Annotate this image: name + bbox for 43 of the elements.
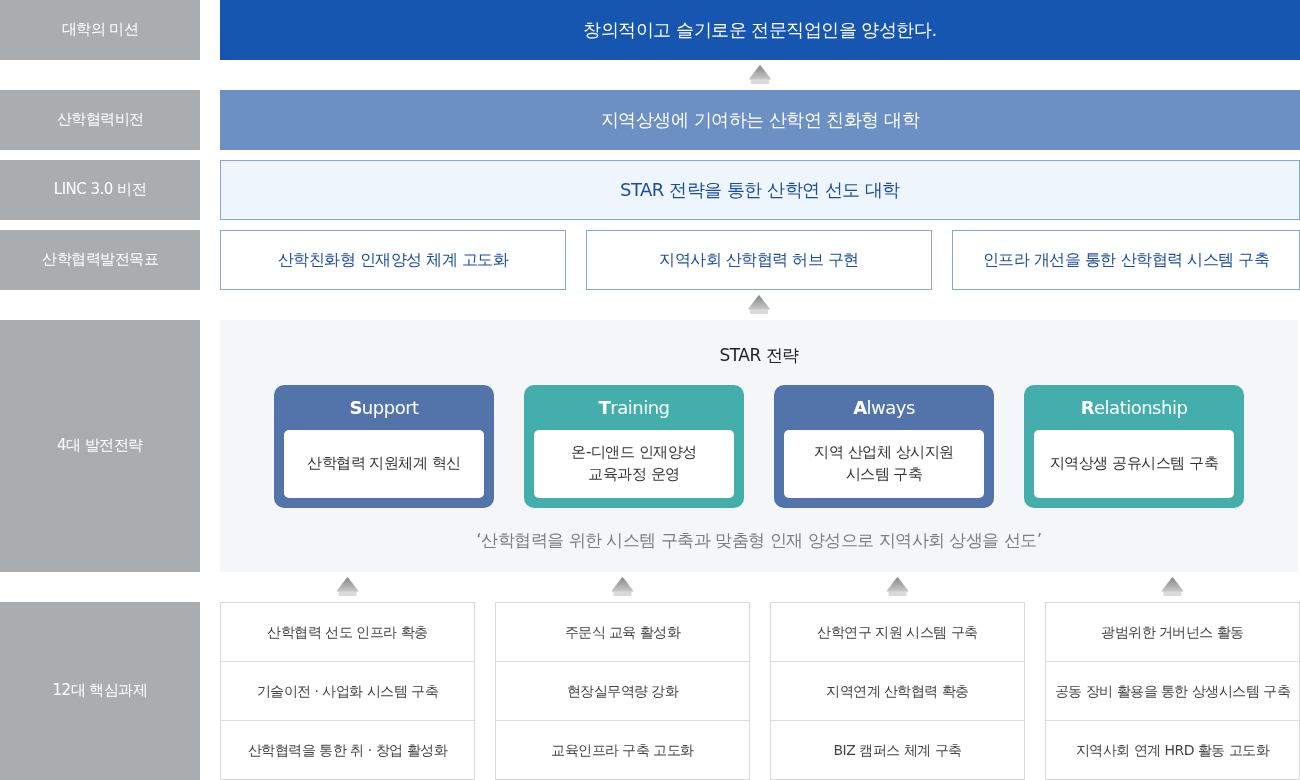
task-item: BIZ 캠퍼스 체계 구축: [771, 720, 1024, 779]
description-box: 산학협력 지원체계 혁신: [284, 430, 484, 498]
strategy-card: [1024, 385, 1244, 508]
row-header: 산학협력비전: [0, 90, 200, 150]
strategy-card: [774, 385, 994, 508]
row-header: LINC 3.0 비전: [0, 160, 200, 220]
task-item: 공동 장비 활용을 통한 상생시스템 구축: [1046, 661, 1299, 720]
task-column: [1045, 602, 1300, 780]
panel-heading: STAR 전략: [719, 344, 799, 367]
slogan-text: ‘산학협력을 위한 시스템 구축과 맞춤형 인재 양성으로 지역사회 상생을 선도’: [476, 529, 1042, 552]
task-item: 지역사회 연계 HRD 활동 고도화: [1046, 720, 1299, 779]
task-item: 산학연구 지원 시스템 구축: [771, 603, 1024, 661]
goal-box: 지역사회 산학협력 허브 구현: [586, 230, 932, 290]
task-item: 현장실무역량 강화: [496, 661, 749, 720]
goal-box: 산학친화형 인재양성 체계 고도화: [220, 230, 566, 290]
row-header: 대학의 미션: [0, 0, 200, 60]
vision-banner: STAR 전략을 통한 산학연 선도 대학: [220, 160, 1300, 220]
goal-box: 인프라 개선을 통한 산학협력 시스템 구축: [952, 230, 1300, 290]
description-box: 지역상생 공유시스템 구축: [1034, 430, 1234, 498]
card-heading: Always: [853, 396, 915, 420]
card-heading: Support: [349, 396, 419, 420]
row-header: 12대 핵심과제: [0, 602, 200, 780]
task-item: 주문식 교육 활성화: [496, 603, 749, 661]
task-column: [770, 602, 1025, 780]
strategy-card: [524, 385, 744, 508]
strategy-panel: [220, 320, 1298, 572]
card-heading: Training: [598, 396, 670, 420]
task-item: 산학협력을 통한 취 · 창업 활성화: [221, 720, 474, 779]
strategy-card: [274, 385, 494, 508]
description-box: 지역 산업체 상시지원 시스템 구축: [784, 430, 984, 498]
row-header: 4대 발전전략: [0, 320, 200, 572]
description-box: 온-디앤드 인재양성 교육과정 운영: [534, 430, 734, 498]
task-item: 교육인프라 구축 고도화: [496, 720, 749, 779]
task-column: [220, 602, 475, 780]
row-header: 산학협력발전목표: [0, 230, 200, 290]
task-item: 지역연계 산학협력 확충: [771, 661, 1024, 720]
vision-banner: 지역상생에 기여하는 산학연 친화형 대학: [220, 90, 1300, 150]
mission-banner: 창의적이고 슬기로운 전문직업인을 양성한다.: [220, 0, 1300, 60]
task-item: 산학협력 선도 인프라 확충: [221, 603, 474, 661]
card-heading: Relationship: [1080, 396, 1188, 420]
task-column: [495, 602, 750, 780]
task-item: 기술이전 · 사업화 시스템 구축: [221, 661, 474, 720]
task-item: 광범위한 거버넌스 활동: [1046, 603, 1299, 661]
